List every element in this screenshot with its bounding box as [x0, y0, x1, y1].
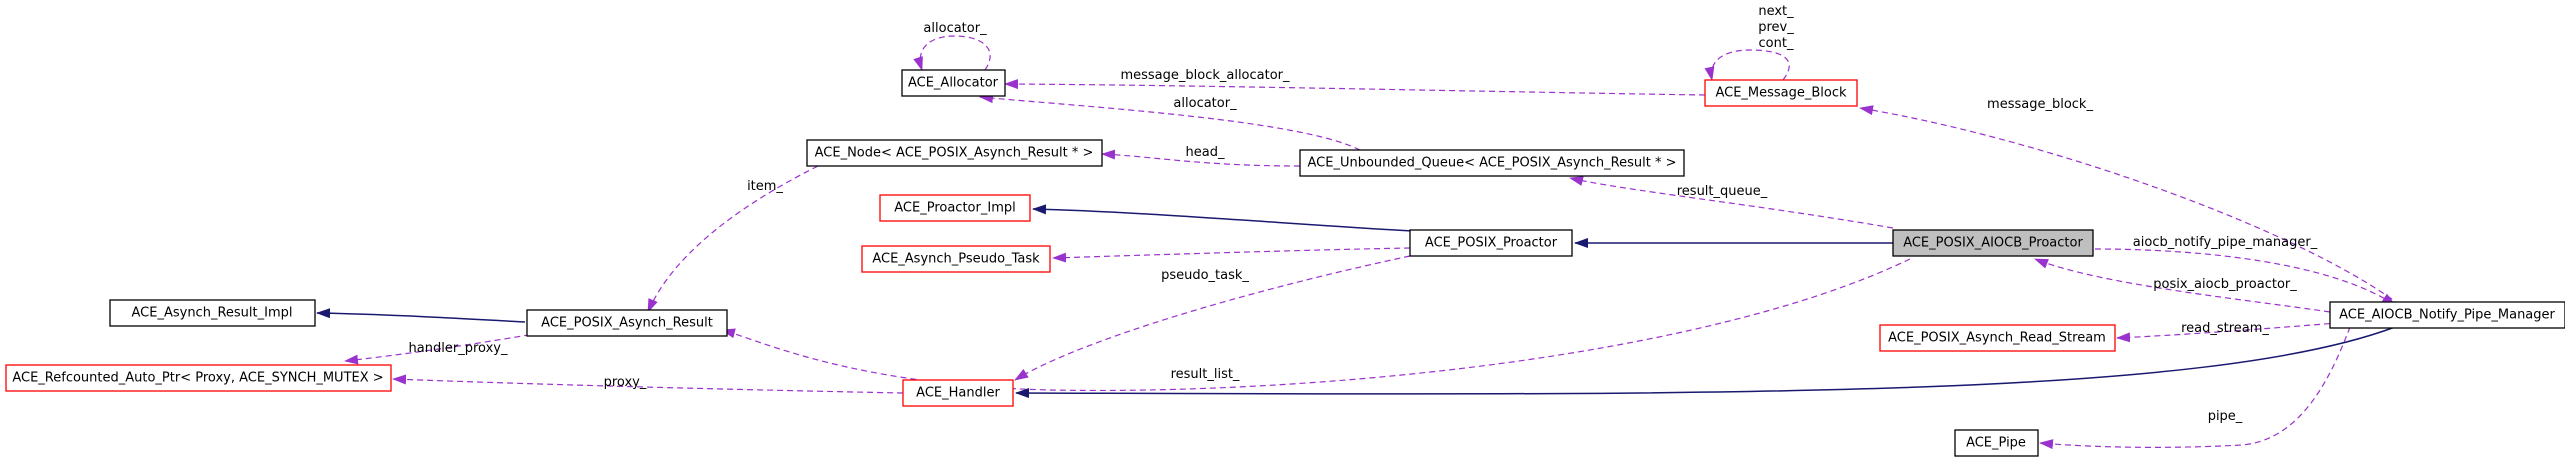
edge-handler-refcounted: proxy_ [392, 374, 904, 394]
edge-manager-aiocb-bottom: posix_aiocb_proactor_ [2034, 258, 2331, 313]
svg-text:ACE_Pipe: ACE_Pipe [1966, 436, 2026, 451]
svg-text:ACE_Refcounted_Auto_Ptr< Proxy: ACE_Refcounted_Auto_Ptr< Proxy, ACE_SYNC… [12, 371, 383, 386]
edge-manager-pipe: pipe_ [2039, 326, 2351, 450]
edge-label-aiocb-notify-pipe-manager: aiocb_notify_pipe_manager_ [2133, 235, 2318, 250]
svg-text:ACE_Handler: ACE_Handler [916, 386, 1000, 401]
edge-queue-node: head_ [1101, 145, 1301, 167]
edge-posix-handler: pseudo_task_ [1014, 255, 1411, 381]
edge-manager-read-stream: read_stream_ [2116, 321, 2351, 343]
node-ace-message-block[interactable]: ACE_Message_Block [1704, 79, 1858, 107]
svg-text:ACE_Proactor_Impl: ACE_Proactor_Impl [894, 201, 1015, 216]
edge-aiocb-queue: result_queue_ [1569, 176, 1894, 229]
node-ace-posix-aiocb-proactor[interactable]: ACE_POSIX_AIOCB_Proactor [1892, 229, 2094, 257]
edge-label-proxy: proxy_ [604, 375, 647, 390]
node-ace-posix-proactor[interactable]: ACE_POSIX_Proactor [1409, 229, 1573, 257]
node-ace-posix-asynch-result[interactable]: ACE_POSIX_Asynch_Result [526, 309, 728, 337]
edge-label-handler-proxy: handler_proxy_ [409, 341, 508, 356]
edge-result-result-impl [316, 308, 526, 323]
node-ace-pipe[interactable]: ACE_Pipe [1954, 429, 2039, 457]
edge-manager-msgblock: message_block_ [1859, 97, 2401, 306]
edge-label-read-stream: read_stream_ [2181, 321, 2269, 336]
edge-label-wakeup-handler: pseudo_task_ [1161, 268, 1249, 283]
edges: allocator_ next_ prev_ cont_ message_blo… [316, 4, 2401, 450]
edge-label-message-block: message_block_ [1987, 97, 2093, 112]
node-ace-posix-asynch-read-stream[interactable]: ACE_POSIX_Asynch_Read_Stream [1879, 324, 2116, 352]
edge-label-result-list: result_list_ [1171, 367, 1240, 382]
svg-text:ACE_Allocator: ACE_Allocator [908, 76, 999, 91]
edge-aiocb-result: result_list_ [721, 258, 1911, 392]
edge-result-refcounted: handler_proxy_ [344, 332, 541, 365]
svg-text:ACE_POSIX_Proactor: ACE_POSIX_Proactor [1425, 236, 1558, 251]
node-ace-proactor-impl[interactable]: ACE_Proactor_Impl [879, 194, 1031, 222]
edge-label-result-queue: result_queue_ [1677, 184, 1768, 199]
svg-text:ACE_Node< ACE_POSIX_Asynch_Res: ACE_Node< ACE_POSIX_Asynch_Result * > [815, 146, 1094, 161]
svg-text:ACE_AIOCB_Notify_Pipe_Manager: ACE_AIOCB_Notify_Pipe_Manager [2339, 308, 2555, 323]
node-ace-unbounded-queue[interactable]: ACE_Unbounded_Queue< ACE_POSIX_Asynch_Re… [1299, 149, 1685, 177]
edge-manager-handler [1015, 326, 2396, 399]
node-ace-aiocb-notify-pipe-manager[interactable]: ACE_AIOCB_Notify_Pipe_Manager [2329, 301, 2565, 329]
edge-label-item: item_ [747, 179, 783, 194]
node-ace-asynch-pseudo-task[interactable]: ACE_Asynch_Pseudo_Task [861, 245, 1051, 273]
nodes: ACE_Allocator ACE_Message_Block ACE_Node… [5, 69, 2565, 457]
edge-label-allocator-self: allocator_ [923, 21, 987, 36]
node-ace-allocator[interactable]: ACE_Allocator [901, 69, 1006, 97]
edge-label-prev: prev_ [1758, 20, 1794, 35]
svg-text:ACE_POSIX_Asynch_Result: ACE_POSIX_Asynch_Result [541, 316, 713, 331]
edge-label-posix-aiocb-proactor: posix_aiocb_proactor_ [2153, 277, 2297, 292]
node-ace-node[interactable]: ACE_Node< ACE_POSIX_Asynch_Result * > [806, 139, 1103, 167]
node-ace-handler[interactable]: ACE_Handler [902, 379, 1014, 407]
svg-text:ACE_Unbounded_Queue< ACE_POSIX: ACE_Unbounded_Queue< ACE_POSIX_Asynch_Re… [1308, 156, 1677, 171]
edge-label-pipe: pipe_ [2208, 409, 2243, 424]
edge-label-queue-allocator: allocator_ [1173, 96, 1237, 111]
node-ace-refcounted-auto-ptr[interactable]: ACE_Refcounted_Auto_Ptr< Proxy, ACE_SYNC… [5, 364, 392, 392]
edge-label-message-block-allocator: message_block_allocator_ [1120, 68, 1290, 83]
edge-result-node: item_ [647, 165, 819, 313]
svg-text:ACE_Asynch_Result_Impl: ACE_Asynch_Result_Impl [132, 306, 293, 321]
edge-label-next: next_ [1758, 4, 1794, 19]
edge-message-block-allocator: message_block_allocator_ [1004, 68, 1706, 96]
edge-manager-aiocb-top: aiocb_notify_pipe_manager_ [2094, 235, 2396, 306]
edge-posix-pseudo-task [1052, 247, 1411, 263]
svg-text:ACE_Message_Block: ACE_Message_Block [1715, 86, 1847, 101]
svg-text:ACE_POSIX_AIOCB_Proactor: ACE_POSIX_AIOCB_Proactor [1903, 236, 2083, 251]
edge-label-cont: cont_ [1759, 36, 1794, 51]
svg-text:ACE_Asynch_Pseudo_Task: ACE_Asynch_Pseudo_Task [872, 252, 1040, 267]
edge-allocator-self: allocator_ [913, 21, 991, 71]
edge-label-head: head_ [1186, 145, 1225, 160]
edge-posix-proactor-impl [1032, 204, 1431, 233]
svg-text:ACE_POSIX_Asynch_Read_Stream: ACE_POSIX_Asynch_Read_Stream [1888, 331, 2106, 346]
edge-queue-allocator: allocator_ [979, 93, 1361, 151]
node-ace-asynch-result-impl[interactable]: ACE_Asynch_Result_Impl [109, 299, 316, 327]
edge-message-block-self: next_ prev_ cont_ [1704, 4, 1794, 81]
